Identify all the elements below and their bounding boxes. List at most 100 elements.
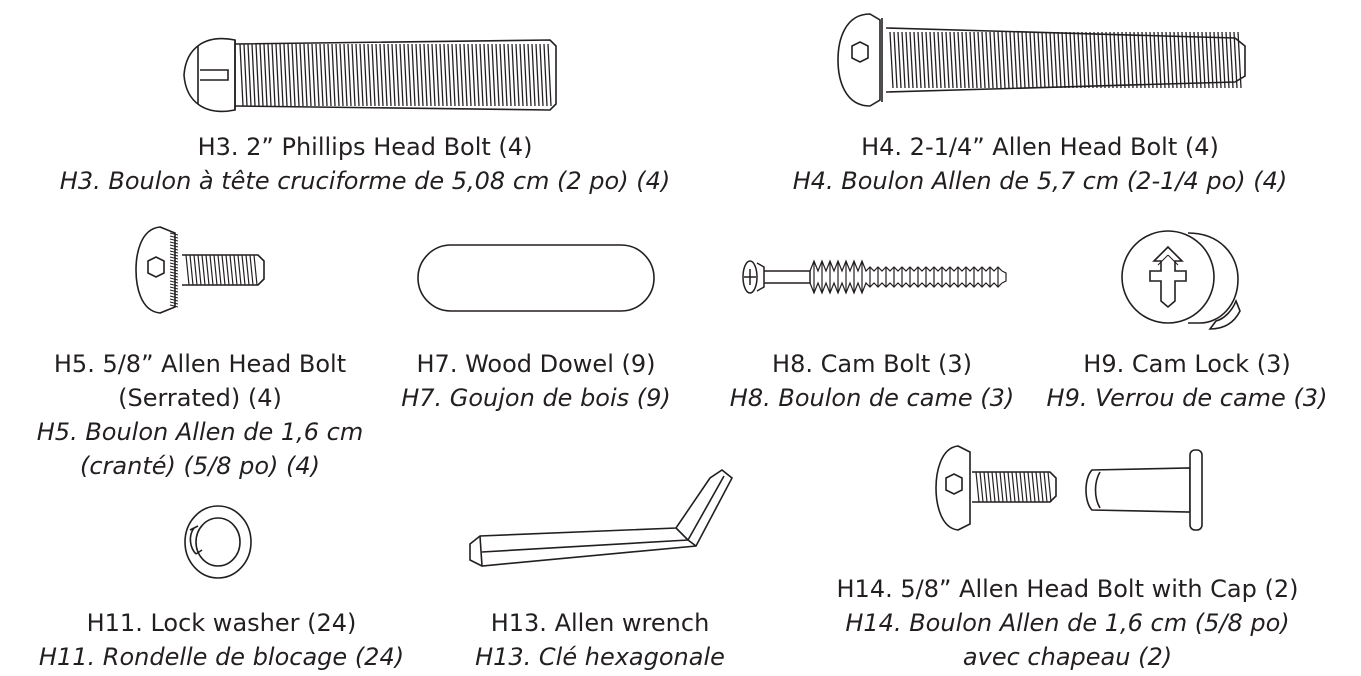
thread-line (1238, 32, 1241, 88)
thread-line (950, 32, 953, 88)
thread-line (902, 32, 905, 88)
label-fr: H4. Boulon Allen de 5,7 cm (2-1/4 po) (4… (792, 167, 1288, 195)
thread-line (1044, 472, 1047, 502)
thread-line (990, 32, 993, 88)
thread-line (942, 32, 945, 88)
thread-line (1066, 32, 1069, 88)
label-en: H8. Cam Bolt (3) (772, 350, 972, 378)
thread-line (284, 44, 287, 106)
thread-line (206, 255, 209, 285)
wood-dowel-icon (400, 215, 680, 415)
thread-line (1174, 32, 1177, 88)
thread-line (186, 255, 189, 285)
part-h5: H5. 5/8” Allen Head Bolt (Serrated) (4) … (0, 215, 400, 485)
thread-line (376, 44, 379, 106)
thread-line (348, 44, 351, 106)
serration-line (170, 296, 178, 298)
serration-line (170, 299, 178, 301)
thread-line (1006, 32, 1009, 88)
thread-line (372, 44, 375, 106)
thread-line (1078, 32, 1081, 88)
thread-line (484, 44, 487, 106)
thread-line (918, 32, 921, 88)
thread-line (324, 44, 327, 106)
caption-h9: H9. Cam Lock (3) H9. Verrou de came (3) (1040, 347, 1334, 415)
thread-line (1028, 472, 1031, 502)
serration-line (170, 236, 178, 238)
serration-line (170, 257, 178, 259)
serration-line (170, 239, 178, 241)
thread-line (1030, 32, 1033, 88)
thread-line (368, 44, 371, 106)
thread-line (976, 472, 979, 502)
thread-line (970, 32, 973, 88)
serration-line (170, 263, 178, 265)
thread-line (432, 44, 435, 106)
thread-line (1158, 32, 1161, 88)
thread-line (994, 32, 997, 88)
part-h14: H14. 5/8” Allen Head Bolt with Cap (2) H… (800, 430, 1361, 676)
thread-line (328, 44, 331, 106)
thread-line (364, 44, 367, 106)
serration-line (170, 245, 178, 247)
thread-line (452, 44, 455, 106)
thread-line (1058, 32, 1061, 88)
label-en-1: H5. 5/8” Allen Head Bolt (53, 350, 347, 378)
serration-line (170, 272, 178, 274)
thread-line (296, 44, 299, 106)
thread-line (344, 44, 347, 106)
thread-line (544, 44, 547, 106)
label-fr: H9. Verrou de came (3) (1046, 384, 1328, 412)
thread-line (1110, 32, 1113, 88)
thread-line (1098, 32, 1101, 88)
allen-head-bolt-icon (700, 0, 1361, 200)
thread-line (1190, 32, 1193, 88)
thread-line (1150, 32, 1153, 88)
serrated-allen-bolt-icon (0, 215, 400, 485)
label-en: H14. 5/8” Allen Head Bolt with Cap (2) (836, 575, 1299, 603)
thread-line (268, 44, 271, 106)
thread-line (1086, 32, 1089, 88)
thread-line (210, 255, 213, 285)
thread-line (1142, 32, 1145, 88)
label-fr: H3. Boulon à tête cruciforme de 5,08 cm … (59, 167, 671, 195)
thread-line (810, 283, 1002, 293)
thread-line (404, 44, 407, 106)
serration-line (170, 290, 178, 292)
thread-line (988, 472, 991, 502)
label-fr: H7. Goujon de bois (9) (401, 384, 671, 412)
thread-line (1198, 32, 1201, 88)
caption-h13: H13. Allen wrench H13. Clé hexagonale (440, 606, 760, 674)
thread-line (1000, 472, 1003, 502)
serration-line (170, 248, 178, 250)
serration-line (170, 233, 178, 235)
thread-line (906, 32, 909, 88)
serration-line (170, 242, 178, 244)
thread-line (938, 32, 941, 88)
thread-line (1170, 32, 1173, 88)
thread-line (1038, 32, 1041, 88)
serration-line (170, 284, 178, 286)
thread-line (1182, 32, 1185, 88)
thread-line (536, 44, 539, 106)
thread-line (982, 32, 985, 88)
thread-line (1012, 472, 1015, 502)
thread-line (392, 44, 395, 106)
thread-line (240, 44, 243, 106)
part-h4: H4. 2-1/4” Allen Head Bolt (4) H4. Boulo… (700, 0, 1361, 200)
thread-line (222, 255, 225, 285)
thread-line (1102, 32, 1105, 88)
thread-line (316, 44, 319, 106)
serration-line (170, 260, 178, 262)
label-en: H11. Lock washer (24) (86, 609, 357, 637)
thread-line (320, 44, 323, 106)
thread-line (1074, 32, 1077, 88)
serration-line (170, 287, 178, 289)
thread-line (508, 44, 511, 106)
thread-line (548, 44, 551, 106)
thread-line (202, 255, 205, 285)
thread-line (264, 44, 267, 106)
caption-h8: H8. Cam Bolt (3) H8. Boulon de came (3) (720, 347, 1024, 415)
thread-line (1166, 32, 1169, 88)
thread-line (254, 255, 257, 285)
